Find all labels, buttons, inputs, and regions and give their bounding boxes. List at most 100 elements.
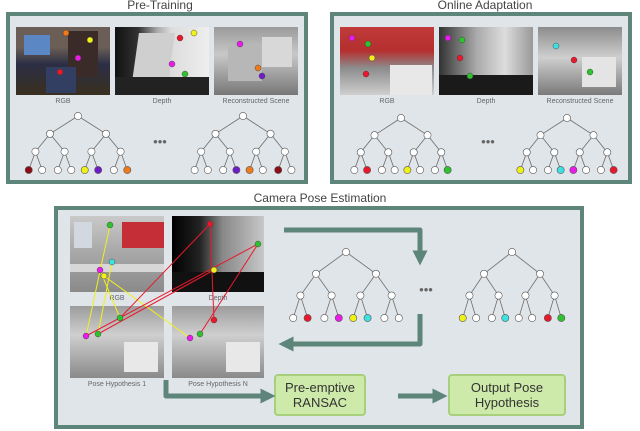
pretrain-tree-a-leaf-2 [53, 166, 62, 174]
camera-tree-a-leaf-5 [363, 314, 372, 322]
pretrain-depth-pt-2 [168, 60, 176, 68]
camera-pose-panel: RGB Depth Pose Hypothesis 1 Pose Hypothe… [54, 206, 584, 429]
camera-tree-a-node-l2-3 [387, 291, 396, 300]
online-tree-a-root-node [397, 114, 405, 122]
online-tree-b-leaf-7 [609, 166, 618, 174]
pretraining-scene-image [214, 27, 298, 95]
hypothesis-n-caption: Pose Hypothesis N [188, 381, 248, 388]
pretrain-tree-b-leaf-6 [274, 166, 283, 174]
pretrain-tree-b-node-l1-1 [266, 129, 275, 138]
pretrain-tree-b-node-l2-0 [197, 147, 206, 156]
pretrain-tree-a-node-l2-2 [87, 147, 96, 156]
pretrain-tree-b-node-l1-0 [211, 129, 220, 138]
camera-tree-a-edge-8 [324, 295, 332, 319]
pretraining-rgb-caption: RGB [55, 98, 71, 105]
pretrain-tree-a-leaf-3 [67, 166, 76, 174]
camera-ellipsis: ••• [419, 282, 433, 297]
online-tree-a-edge-0 [374, 117, 402, 136]
camera-tree-b-edge-6 [462, 295, 470, 319]
camera-depth-pt-0 [206, 220, 214, 228]
online-scene-pt-0 [552, 42, 560, 50]
hypn-pt-0 [186, 334, 194, 342]
online-tree-b-edge-0 [540, 117, 568, 136]
online-tree-b-leaf-4 [569, 166, 578, 174]
camera-rgb-caption: RGB [109, 295, 125, 302]
camera-rgb-image [70, 216, 164, 292]
pretrain-tree-b-leaf-0 [190, 166, 199, 174]
pretraining-depth-image [115, 27, 209, 95]
camera-tree-a-edge-10 [352, 295, 361, 319]
online-tree-b-node-l2-2 [575, 148, 584, 157]
hyp1-pt-0 [82, 332, 90, 340]
hyp1-pt-2 [116, 314, 124, 322]
camera-tree-b-node-l2-1 [494, 291, 503, 300]
camera-tree-b-edge-11 [525, 295, 533, 319]
online-tree-a-edge-1 [400, 117, 428, 136]
camera-tree-b-leaf-7 [557, 314, 566, 322]
camera-tree-a-edge-3 [315, 273, 332, 296]
pretrain-tree-a-leaf-0 [24, 166, 33, 174]
camera-tree-a-node-l2-2 [356, 291, 365, 300]
camera-tree-a-node-l1-0 [312, 269, 320, 278]
arrow-trees-to-hypotheses [278, 314, 423, 352]
online-scene-pt-2 [586, 68, 594, 76]
pretrain-tree-b-leaf-1 [203, 166, 212, 174]
camera-tree-a-leaf-3 [334, 314, 343, 322]
pretrain-depth-pt-3 [181, 70, 189, 78]
pretrain-rgb-pt-1 [74, 54, 82, 62]
camera-rgb-pt-3 [100, 272, 108, 280]
online-rgb-caption: RGB [379, 98, 395, 105]
online-tree-a-leaf-7 [443, 166, 452, 174]
camera-tree-b-edge-9 [498, 295, 506, 319]
online-tree-b-leaf-6 [597, 166, 605, 174]
online-tree-a-node-l1-0 [370, 131, 379, 140]
hypothesis-n-image [172, 306, 264, 378]
camera-pose-estimation-title: Camera Pose Estimation [253, 191, 387, 205]
camera-tree-b-edge-7 [469, 295, 477, 319]
pretrain-tree-a-node-l2-1 [60, 147, 69, 156]
pretrain-tree-b-root-node [239, 112, 247, 120]
pretrain-depth-pt-0 [176, 34, 184, 42]
pretrain-tree-b-leaf-5 [258, 166, 267, 174]
camera-depth-caption: Depth [208, 295, 228, 302]
arrow-hypotheses-to-ransac [163, 380, 276, 404]
online-scene-pt-1 [570, 56, 578, 64]
camera-tree-a-edge-2 [300, 273, 317, 296]
camera-tree-a-edge-5 [375, 273, 392, 296]
camera-rgb-pt-0 [106, 221, 114, 229]
camera-tree-b-leaf-1 [472, 314, 481, 322]
pretrain-tree-b-leaf-7 [287, 166, 296, 174]
camera-depth-pt-2 [210, 266, 218, 274]
correspondence-line-8 [85, 243, 259, 337]
pretrain-tree-b-edge-0 [215, 115, 244, 135]
camera-tree-b-leaf-2 [487, 314, 496, 322]
online-tree-a-leaf-4 [403, 166, 412, 174]
online-tree-b-leaf-5 [582, 166, 590, 174]
pretrain-tree-b-node-l2-3 [280, 147, 289, 156]
online-tree-a-node-l2-0 [356, 148, 365, 157]
camera-tree-b-node-l1-0 [480, 269, 488, 278]
online-tree-b-leaf-1 [529, 166, 537, 174]
online-depth-pt-1 [458, 36, 466, 44]
online-tree-b-leaf-2 [544, 166, 552, 174]
camera-tree-b-leaf-4 [514, 314, 523, 322]
camera-tree-b-root-node [508, 248, 516, 256]
pretrain-scene-pt-1 [258, 72, 266, 80]
online-rgb-pt-2 [368, 54, 376, 62]
online-tree-b-node-l2-1 [550, 148, 559, 157]
online-tree-a-node-l2-1 [384, 148, 393, 157]
pretraining-rgb-image [16, 27, 110, 95]
hypothesis-1-caption: Pose Hypothesis 1 [87, 381, 147, 388]
online-depth-image [439, 27, 533, 95]
online-tree-a-leaf-2 [378, 166, 386, 174]
online-scene-image [538, 27, 622, 95]
camera-tree-a-edge-9 [331, 295, 340, 319]
camera-tree-a-leaf-4 [349, 314, 358, 322]
pretrain-scene-pt-0 [254, 64, 262, 72]
pretrain-tree-b-node-l2-1 [225, 147, 234, 156]
correspondence-line-0 [85, 224, 111, 337]
pretrain-tree-a-leaf-4 [80, 166, 89, 174]
arrow-images-to-trees [284, 227, 428, 266]
pretrain-tree-b-edge-1 [242, 115, 271, 135]
